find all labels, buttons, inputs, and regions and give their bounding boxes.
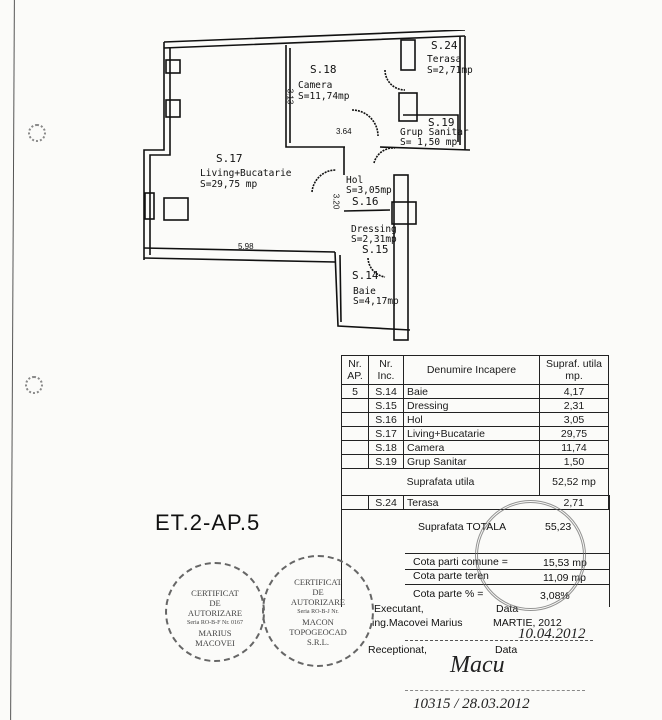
room-name-s16: Hol (346, 175, 364, 186)
room-id-s24: S.24 (431, 39, 458, 52)
receptionat-label: Receptionat, (368, 644, 427, 656)
room-area: 4,17 (539, 384, 609, 399)
room-name: Baie (403, 384, 540, 399)
room-inc: S.19 (368, 454, 404, 469)
punch-hole (28, 124, 46, 142)
header-nr-inc: Nr. Inc. (368, 355, 404, 385)
floor-plan (143, 30, 470, 341)
room-id-s14: S.14 (352, 269, 379, 282)
authorization-stamp-2: CERTIFICAT DE AUTORIZARE Seria RO-B-J Nr… (262, 555, 374, 667)
room-area: 29,75 (539, 426, 609, 441)
table-row: S.17 Living+Bucatarie 29,75 (341, 426, 609, 441)
room-area: 3,05 (539, 412, 609, 427)
useful-area-label: Suprafata utila (341, 468, 540, 496)
room-name: Living+Bucatarie (403, 426, 540, 441)
executant-name: ing.Macovei Marius (372, 617, 463, 629)
cota-pct-label: Cota parte % = (413, 588, 484, 600)
room-inc: S.18 (368, 440, 404, 455)
authorization-stamp-1: CERTIFICAT DE AUTORIZARE Seria RO-B-F Nr… (165, 562, 265, 662)
official-round-stamp (475, 500, 586, 611)
room-name: Grup Sanitar (403, 454, 540, 469)
table-row: S.16 Hol 3,05 (341, 412, 609, 427)
room-inc: S.16 (368, 412, 404, 427)
header-denumire: Denumire Incapere (403, 355, 540, 385)
divider (405, 640, 593, 641)
room-id-s16: S.16 (352, 195, 379, 208)
room-inc: S.17 (368, 426, 404, 441)
room-name-s18: Camera (298, 80, 333, 91)
table-row: S.15 Dressing 2,31 (341, 398, 609, 413)
handwritten-date: 10.04.2012 (518, 626, 586, 642)
table-row: S.18 Camera 11,74 (341, 440, 609, 455)
room-area: 1,50 (539, 454, 609, 469)
room-name-s15: Dressing (351, 224, 397, 235)
handwritten-registration: 10315 / 28.03.2012 (413, 696, 530, 712)
room-area-s17: S=29,75 mp (200, 179, 258, 190)
room-name-s17: Living+Bucatarie (200, 168, 292, 179)
date-value: MARTIE, 2012 (493, 617, 562, 629)
room-area: 2,31 (539, 398, 609, 413)
header-suprafata: Supraf. utila mp. (539, 355, 609, 385)
room-area: 11,74 (539, 440, 609, 455)
room-inc: S.15 (368, 398, 404, 413)
room-name: Dressing (403, 398, 540, 413)
room-id-s17: S.17 (216, 152, 243, 165)
table-frame (609, 495, 610, 607)
receptionat-date-label: Data (495, 644, 518, 656)
apartment-title: ET.2-AP.5 (155, 510, 261, 535)
terrace-inc: S.24 (368, 495, 404, 510)
room-area-s24: S=2,71mp (427, 65, 473, 76)
apartment-number: 5 (341, 384, 369, 399)
terrace-row: S.24 Terasa 2,71 (341, 495, 609, 510)
room-name: Hol (403, 412, 540, 427)
divider (405, 690, 585, 691)
room-id-s15: S.15 (362, 243, 389, 256)
useful-area-row: Suprafata utila 52,52 mp (341, 468, 609, 496)
room-name-s24: Terasa (427, 54, 462, 65)
room-area-s19: S= 1,50 mp (400, 137, 458, 148)
table-row: S.19 Grup Sanitar 1,50 (341, 454, 609, 469)
page-edge (10, 0, 15, 720)
punch-hole (25, 376, 43, 394)
header-nr-ap: Nr. AP. (341, 355, 369, 385)
dimension-label: 3.20 (331, 193, 341, 210)
room-id-s19: S.19 (428, 116, 455, 129)
dimension-label: 3.64 (336, 127, 352, 136)
room-id-s18: S.18 (310, 63, 337, 76)
room-inventory-table: Nr. AP. Nr. Inc. Denumire Incapere Supra… (341, 355, 609, 510)
room-area-s14: S=4,17mp (353, 296, 399, 307)
signature: Macu (450, 652, 505, 678)
room-inc: S.14 (368, 384, 404, 399)
room-name-s19: Grup Sanitar (400, 127, 469, 138)
executant-label: Executant, (374, 603, 424, 615)
dimension-label: 5.98 (238, 242, 254, 251)
table-row: 5 S.14 Baie 4,17 (341, 384, 609, 399)
room-area-s16: S=3,05mp (346, 185, 392, 196)
room-name: Camera (403, 440, 540, 455)
useful-area-value: 52,52 mp (539, 468, 609, 496)
cota-teren-label: Cota parte teren (413, 570, 489, 582)
room-area-s18: S=11,74mp (298, 91, 350, 102)
room-name-s14: Baie (353, 286, 376, 297)
table-frame (341, 495, 342, 607)
dimension-label: 3.13 (285, 88, 295, 105)
room-area-s15: S=2,31mp (351, 234, 397, 245)
table-header-row: Nr. AP. Nr. Inc. Denumire Incapere Supra… (341, 355, 609, 385)
